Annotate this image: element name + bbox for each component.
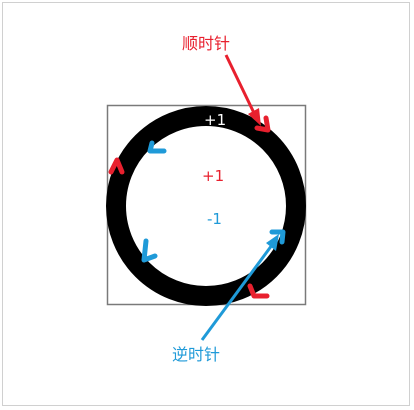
ring: [106, 106, 306, 306]
cw-marker-left: [108, 157, 125, 175]
ccw-marker-right: [269, 229, 286, 245]
ccw-marker-lower-left: [141, 238, 158, 263]
counter-clockwise-pointer: [200, 234, 279, 341]
figure-frame: [2, 2, 410, 406]
inner-minus-value: -1: [207, 210, 222, 228]
counter-clockwise-markers: [141, 140, 286, 263]
clockwise-label: 顺时针: [182, 34, 231, 53]
clockwise-markers: [108, 115, 271, 299]
cw-marker-bottom-right: [247, 283, 270, 299]
ccw-marker-upper-left: [147, 140, 167, 154]
ring-top-value: +1: [204, 111, 227, 129]
counter-clockwise-label: 逆时针: [172, 345, 221, 364]
inner-plus-value: +1: [202, 167, 225, 185]
cw-marker-top-right: [254, 115, 271, 133]
clockwise-pointer: [224, 54, 261, 126]
